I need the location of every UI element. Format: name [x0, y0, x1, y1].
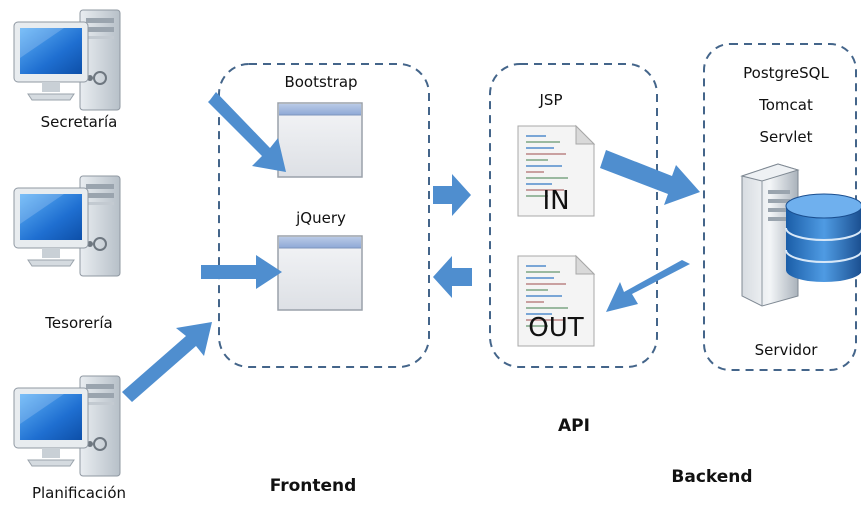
- server-database-icon: [740, 163, 861, 307]
- arrow-secretaria-to-bootstrap: [208, 92, 286, 172]
- section-label-backend: Backend: [671, 467, 753, 487]
- component-label-jquery: jQuery: [296, 209, 346, 227]
- document-label-in: IN: [542, 186, 570, 216]
- computer-icon: [13, 175, 121, 277]
- client-label-tesoreria: Tesorería: [45, 314, 113, 332]
- backend-group-box: [703, 43, 857, 371]
- computer-icon: [13, 375, 121, 477]
- tech-label-postgresql: PostgreSQL: [743, 64, 829, 82]
- arrow-planificacion-to-frontend: [122, 322, 212, 402]
- computer-icon: [13, 9, 121, 111]
- arrow-server-to-out: [606, 260, 690, 312]
- window-icon: [277, 235, 363, 311]
- tech-label-tomcat: Tomcat: [759, 96, 813, 114]
- client-label-planificacion: Planificación: [31, 484, 127, 502]
- window-icon: [277, 102, 363, 178]
- arrow-api-to-frontend: [433, 256, 472, 298]
- section-label-frontend: Frontend: [269, 476, 357, 496]
- frontend-group-box: [218, 63, 430, 368]
- section-label-api: API: [558, 416, 590, 436]
- api-group-box: [489, 63, 658, 368]
- component-label-bootstrap: Bootstrap: [284, 73, 358, 91]
- arrow-frontend-to-api: [433, 174, 471, 216]
- client-label-secretaria: Secretaría: [40, 113, 118, 131]
- jsp-label: JSP: [539, 91, 563, 109]
- tech-label-servlet: Servlet: [759, 128, 813, 146]
- arrow-in-to-server: [600, 150, 700, 205]
- arrow-tesoreria-to-jquery: [201, 255, 282, 289]
- server-label: Servidor: [754, 341, 818, 359]
- document-label-out: OUT: [528, 313, 584, 343]
